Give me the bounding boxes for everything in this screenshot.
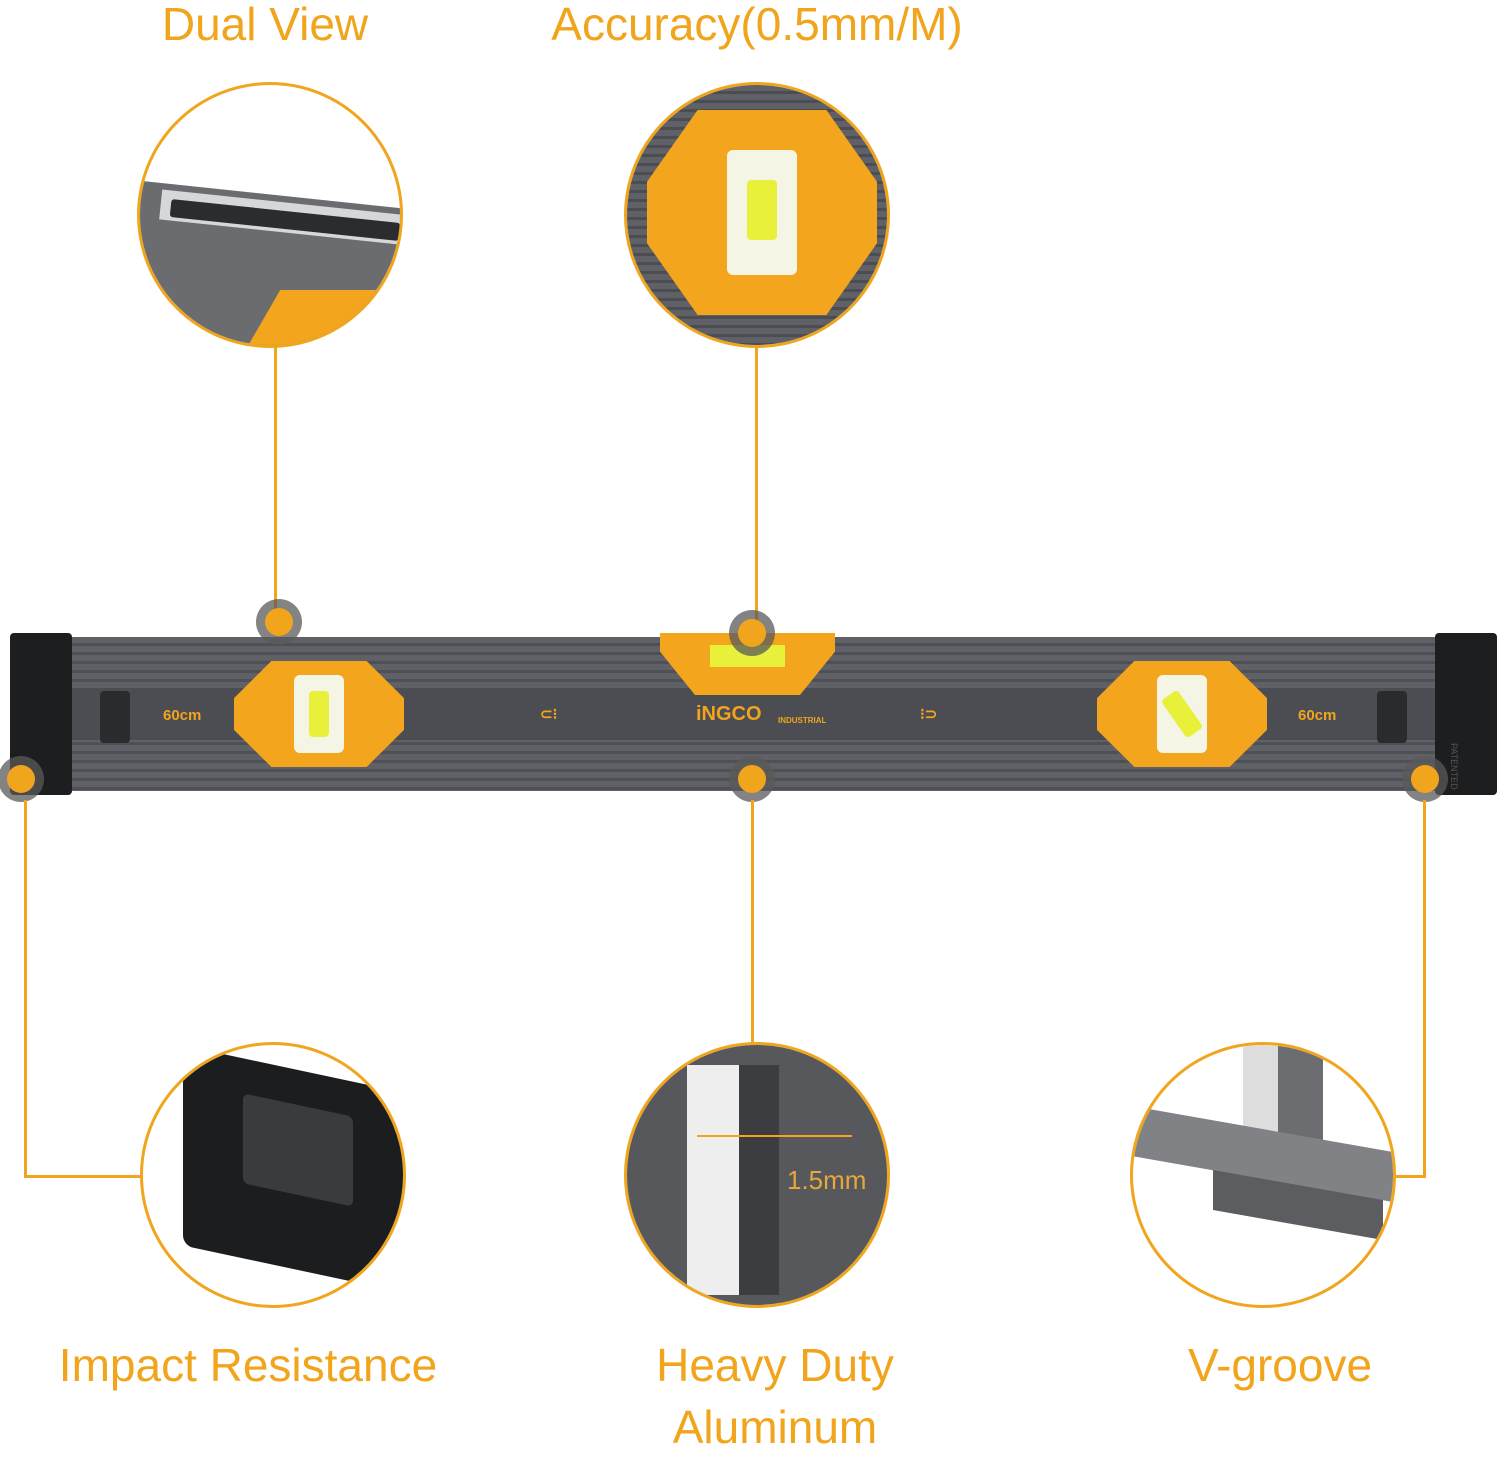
connector-impact: [24, 800, 27, 1177]
impact-detail-circle: [140, 1042, 406, 1308]
feature-title-accuracy: Accuracy(0.5mm/M): [551, 0, 963, 50]
marker-v-groove: [1402, 756, 1448, 802]
v-groove-detail-circle: [1130, 1042, 1396, 1308]
thickness-label: 1.5mm: [787, 1165, 867, 1195]
marker-impact: [0, 756, 44, 802]
vial-right: [1097, 661, 1267, 767]
feature-title-v-groove: V-groove: [1187, 1339, 1373, 1391]
dual-view-detail-circle: [137, 82, 403, 348]
feature-title-aluminum: Aluminum: [672, 1401, 878, 1453]
grip-left: [100, 691, 130, 743]
connector-v-groove: [1423, 800, 1426, 1177]
connector-heavy-duty: [751, 800, 754, 1042]
feature-title-impact: Impact Resistance: [58, 1339, 438, 1391]
accuracy-detail-circle: [624, 82, 890, 348]
connector-dual-view: [274, 346, 277, 618]
magnet-icon-right: ⁝⊃: [920, 706, 938, 723]
marker-accuracy: [729, 610, 775, 656]
heavy-duty-detail-circle: 1.5mm: [624, 1042, 890, 1308]
marker-dual-view: [256, 599, 302, 645]
brand-sub: INDUSTRIAL: [778, 716, 827, 725]
feature-title-dual-view: Dual View: [161, 0, 369, 50]
length-label-right: 60cm: [1298, 707, 1337, 724]
marker-heavy-duty: [729, 756, 775, 802]
feature-title-heavy-duty: Heavy Duty: [656, 1339, 894, 1391]
vial-left: [234, 661, 404, 767]
grip-right: [1377, 691, 1407, 743]
patented-text: PATENTED: [1449, 743, 1459, 790]
magnet-icon-left: ⊂⁝: [540, 706, 558, 723]
brand-logo: iNGCO: [696, 703, 762, 725]
connector-accuracy: [755, 346, 758, 630]
length-label-left: 60cm: [163, 707, 202, 724]
spirit-level: PATENTED 60cm 60cm ⊂⁝ ⁝⊃ iNGCO INDUSTRIA…: [10, 633, 1497, 795]
